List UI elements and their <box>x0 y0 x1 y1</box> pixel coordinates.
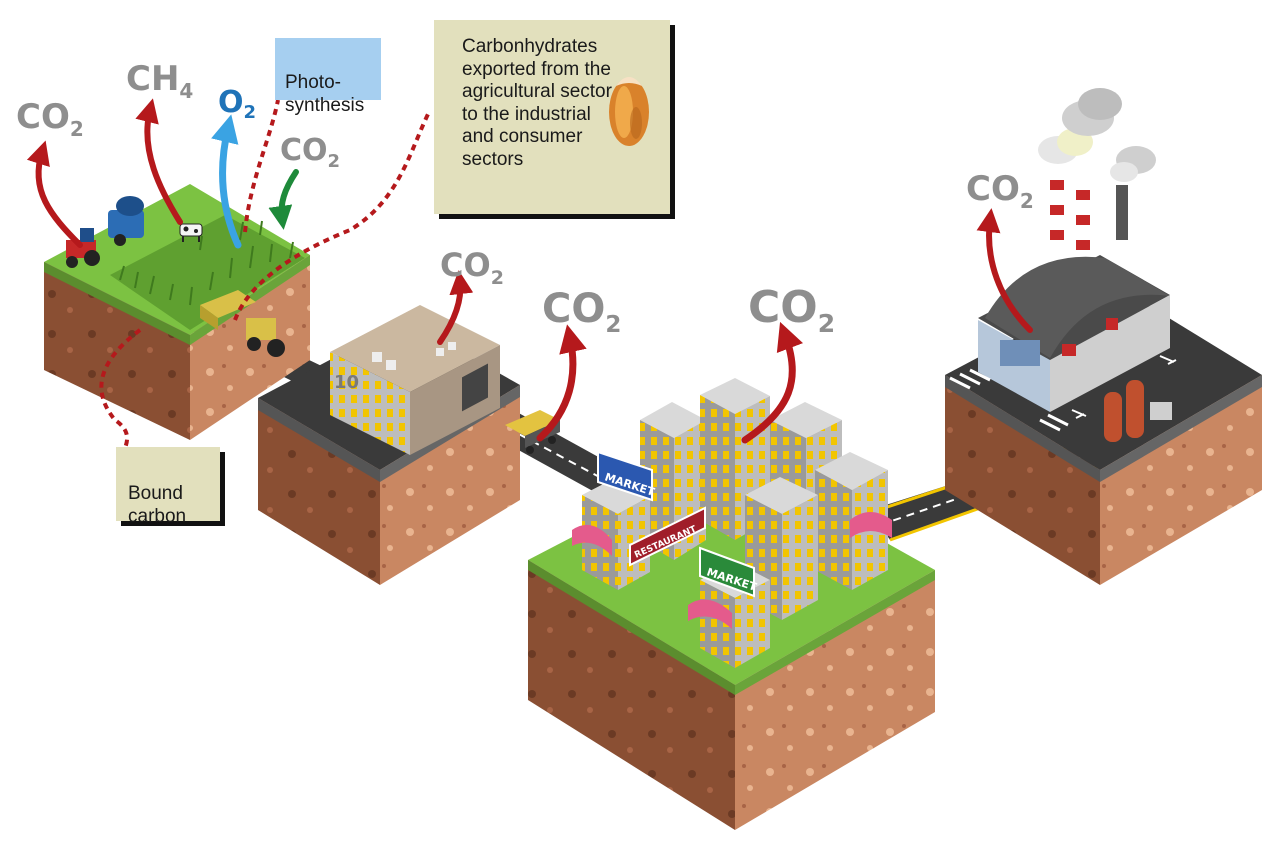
processing-building: 10 <box>330 305 500 455</box>
co2-uptake-arrow <box>268 169 299 230</box>
red-tractor <box>66 228 100 268</box>
bound-carbon-connector <box>99 328 142 449</box>
crosswalk <box>949 355 1177 432</box>
carbohydrates-label-box: Carbonhydrates exported from the agricul… <box>434 20 670 214</box>
flux-arrows <box>26 98 1033 444</box>
factory-building <box>978 255 1170 412</box>
co2-transport-label: CO2 <box>542 286 621 338</box>
city-buildings <box>582 378 888 668</box>
ch4-label: CH4 <box>126 59 193 103</box>
grain-kernel-icon <box>609 77 649 146</box>
co2-city-arrow <box>741 321 804 444</box>
grain-tractor <box>200 290 285 357</box>
carbohydrates-label: Carbonhydrates exported from the agricul… <box>462 36 612 170</box>
building-number: 10 <box>334 372 359 393</box>
ch4-arrow <box>135 98 183 225</box>
cow <box>179 223 203 242</box>
factory-tile <box>945 88 1262 585</box>
bound-carbon-label-box: Bound carbon <box>116 447 220 527</box>
co2-uptake-label: CO2 <box>280 133 340 172</box>
bound-carbon-label: Bound carbon <box>128 483 187 527</box>
grass-field <box>110 215 305 330</box>
co2-processing-label: CO2 <box>440 246 504 289</box>
co2-farm-arrow <box>26 140 83 248</box>
co2-factory-arrow <box>976 208 1033 333</box>
shop-awnings <box>572 512 892 629</box>
smoke-clouds <box>1038 88 1156 182</box>
farm-tile <box>44 184 310 440</box>
processing-tile: 10 <box>258 305 560 585</box>
carbohydrates-connector <box>233 109 432 321</box>
blue-baler <box>108 196 144 246</box>
co2-processing-arrow <box>437 270 474 345</box>
o2-arrow <box>211 114 242 249</box>
o2-label: O2 <box>218 85 256 123</box>
co2-farm-label: CO2 <box>16 97 84 141</box>
factory-chimneys <box>1050 165 1128 255</box>
city-tile: MARKET RESTAURANT MARKET <box>528 378 935 830</box>
connectors <box>99 99 432 449</box>
photosynthesis-connector <box>243 99 280 233</box>
co2-factory-label: CO2 <box>966 169 1034 213</box>
co2-city-label: CO2 <box>748 282 835 338</box>
gas-labels: CO2 CH4 O2 CO2 CO2 CO2 CO2 CO2 <box>16 59 1034 338</box>
photosynthesis-label-box: Photo- synthesis <box>275 38 381 116</box>
photosynthesis-label: Photo- synthesis <box>285 72 365 116</box>
co2-transport-arrow <box>536 324 587 442</box>
storage-tanks <box>1104 380 1172 442</box>
market-sign-2: MARKET <box>699 546 759 598</box>
